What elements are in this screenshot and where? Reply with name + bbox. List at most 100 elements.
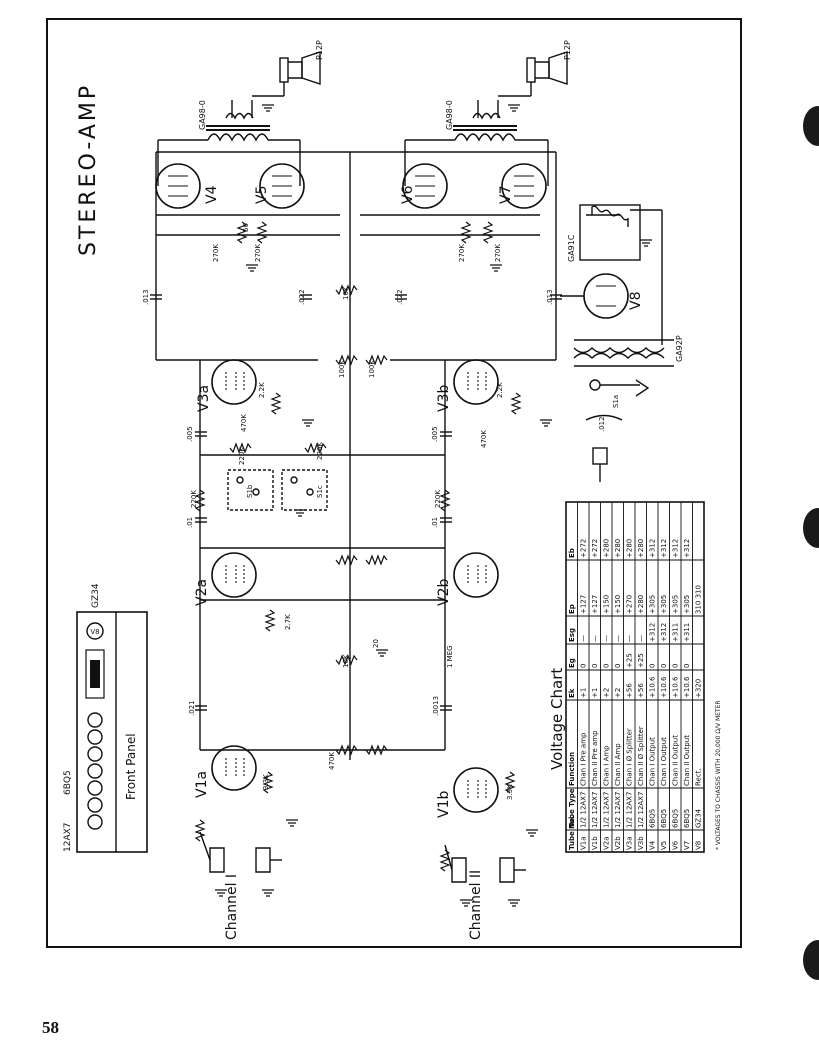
voltage-chart-cell: 6BQ5 — [683, 809, 691, 828]
voltage-chart-cell: Chan II Output — [683, 735, 691, 786]
voltage-chart-cell: +10.6 — [671, 676, 679, 698]
label-r33kb: 3.3K — [506, 784, 514, 800]
front-panel-12ax7-label: 12AX7 — [63, 822, 73, 852]
voltage-chart-cell: +1 — [579, 688, 587, 698]
voltage-chart-cell: +10.6 — [683, 676, 691, 698]
voltage-chart-cell: V2b — [614, 836, 622, 850]
label-r33ka: 3.3K — [262, 774, 270, 790]
voltage-chart-footnote: * VOLTAGES TO CHASSIS WITH 20,000 Ω/V ME… — [715, 700, 722, 850]
label-power-transformer: GA92P — [675, 335, 684, 362]
label-c022b: .022 — [396, 289, 404, 305]
voltage-chart-cell: — — [625, 635, 633, 642]
label-r27ka: 2.7K — [284, 614, 292, 630]
voltage-chart-cell: +2 — [614, 688, 622, 698]
voltage-chart-cell: +280 — [602, 539, 610, 558]
label-c021: .021 — [188, 700, 196, 716]
voltage-chart-cell: Chan I Pre amp — [579, 732, 587, 786]
tube-v8 — [583, 273, 629, 319]
main-wiring — [150, 151, 562, 760]
output-transformer-2 — [404, 100, 549, 186]
voltage-chart-cell: +311 — [683, 623, 691, 642]
voltage-chart-cell: 0 — [683, 664, 691, 668]
front-panel-6bq5-label: 6BQ5 — [63, 770, 73, 795]
voltage-chart-cell: Chan II Ø Splitter — [637, 726, 645, 786]
voltage-chart-header-cell: Tube No. — [568, 815, 576, 850]
label-c01b: .01 — [431, 517, 439, 528]
label-v2a: V2a — [194, 579, 210, 606]
transformer-labels: GA98-0 GA98-0 GA91C GA92P P12P P12P — [198, 40, 684, 362]
label-c50: 50 — [242, 223, 250, 232]
label-r470kb: 470K — [480, 430, 488, 448]
voltage-chart-cell: — — [579, 635, 587, 642]
voltage-chart-cell: — — [591, 635, 599, 642]
label-r470k3: 470K — [328, 752, 336, 770]
voltage-chart-cell: +127 — [591, 595, 599, 614]
voltage-chart-cell: V7 — [683, 841, 691, 850]
voltage-chart-cell: — — [614, 635, 622, 642]
voltage-chart-cell: 0 — [591, 664, 599, 668]
voltage-chart-cell: 0 — [671, 664, 679, 668]
voltage-chart-cell: +305 — [683, 595, 691, 614]
voltage-chart-header-cell: Ek — [568, 688, 576, 698]
voltage-chart-header-cell: Tube Type — [568, 788, 576, 828]
voltage-chart-cell: +312 — [648, 623, 656, 642]
tube-v2a — [211, 552, 257, 598]
label-v2b: V2b — [436, 579, 452, 606]
voltage-chart-cell: +56 — [625, 683, 633, 698]
voltage-chart-cell: V1b — [591, 836, 599, 850]
label-r270kb: 270K — [254, 244, 262, 262]
label-c012: .012 — [598, 416, 606, 432]
voltage-chart-cell: 0 — [579, 664, 587, 668]
label-plug-1: P12P — [315, 40, 324, 60]
voltage-chart-cell: +272 — [579, 539, 587, 558]
label-r10k: 10K — [342, 286, 350, 300]
voltage-chart-cell: — — [602, 635, 610, 642]
voltage-chart-cell: Rect. — [694, 768, 702, 786]
voltage-chart-cell: 0 — [602, 664, 610, 668]
label-r470ka: 470K — [240, 414, 248, 432]
label-s1a: S1a — [612, 395, 620, 408]
voltage-chart-cell: +1 — [591, 688, 599, 698]
voltage-chart-cell: — — [637, 635, 645, 642]
selector-switch — [227, 469, 328, 511]
label-c0013: .0013 — [432, 696, 440, 716]
voltage-chart-cell: +312 — [660, 539, 668, 558]
voltage-chart-cell: V8 — [694, 841, 702, 850]
voltage-chart-cell: +312 — [660, 623, 668, 642]
label-r10k2: 10K — [342, 654, 350, 668]
tube-v1a — [211, 745, 257, 791]
tube-internals — [168, 175, 616, 800]
voltage-chart-cell: V2a — [602, 836, 610, 850]
resistors — [194, 221, 522, 872]
voltage-chart-cell: 1/2 12AX7 — [602, 792, 610, 828]
tube-envelopes — [155, 163, 629, 813]
voltage-chart-cell: +272 — [591, 539, 599, 558]
label-r22kb: 2.2K — [496, 382, 504, 398]
label-v1b: V1b — [436, 791, 452, 818]
label-r270ka: 270K — [212, 244, 220, 262]
voltage-chart-cell: 0 — [660, 664, 668, 668]
voltage-chart-cell: +320 — [694, 679, 702, 698]
label-out-transformer-2: GA98-0 — [445, 100, 454, 130]
label-plug-2: P12P — [563, 40, 572, 60]
voltage-chart-cell: 6BQ5 — [671, 809, 679, 828]
voltage-chart-cell: 0 — [648, 664, 656, 668]
front-panel-label: Front Panel — [124, 733, 138, 800]
voltage-chart-cell: +150 — [602, 595, 610, 614]
voltage-chart-cell: +312 — [671, 539, 679, 558]
label-r220ka: 220K — [238, 447, 246, 465]
output-transformer-1 — [157, 100, 301, 186]
voltage-chart-cell: +127 — [579, 595, 587, 614]
input-jacks — [199, 831, 526, 883]
voltage-chart-cell: +305 — [671, 595, 679, 614]
voltage-chart-cell: 6BQ5 — [660, 809, 668, 828]
page-border — [46, 18, 742, 948]
voltage-chart-cell: +2 — [602, 688, 610, 698]
voltage-chart-cell: 1/2 12AX7 — [637, 792, 645, 828]
label-v1a: V1a — [194, 771, 210, 798]
label-r220kc: 220K — [190, 490, 198, 508]
voltage-chart-cell: +280 — [614, 539, 622, 558]
voltage-chart-cell: Chan I Output — [648, 737, 656, 786]
label-v3a: V3a — [196, 385, 212, 412]
